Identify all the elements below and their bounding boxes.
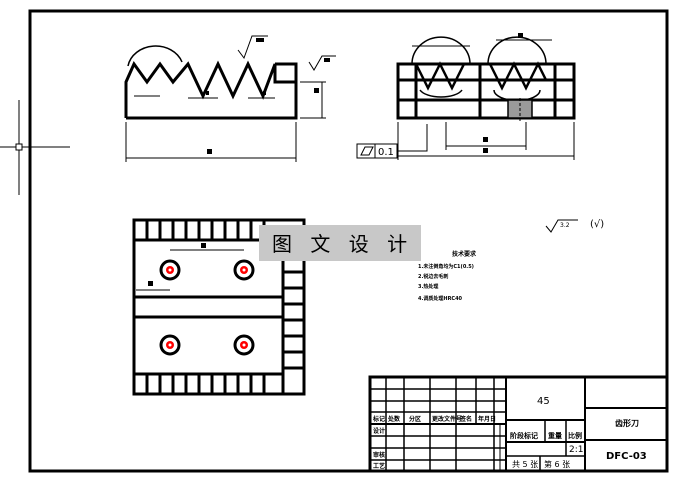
hole <box>233 334 255 356</box>
cell-label: 设计 <box>373 427 385 435</box>
sheet-total: 共 5 张 <box>512 460 538 469</box>
watermark: 图 文 设 计 <box>259 225 421 261</box>
part-name: 齿形刀 <box>615 418 639 428</box>
flatness-value: 0.1 <box>378 147 394 158</box>
tech-notes-title: 技术要求 <box>452 250 477 258</box>
flatness-tolerance-frame: 0.1 <box>356 143 398 159</box>
title-block-text: 标记 处数 分区 更改文件号 签名 年月日 设计 审核 工艺 阶段标记 重量 比… <box>372 396 647 470</box>
cell-label: 工艺 <box>373 462 385 470</box>
surface-finish-value: 3.2 <box>560 222 570 229</box>
watermark-text: 图 文 设 计 <box>272 232 413 256</box>
front-view <box>124 35 336 162</box>
scale-value: 2:1 <box>569 445 583 455</box>
top-view <box>132 218 306 396</box>
crosshair-marker <box>0 100 70 195</box>
tech-note-item: 4.调质处理HRC40 <box>418 295 463 302</box>
tech-note-item: 3.热处理 <box>418 283 438 290</box>
tech-note-item: 1.未注倒角均为C1(0.5) <box>418 263 474 270</box>
cell-label: 处数 <box>387 415 401 423</box>
cell-label: 比例 <box>568 431 582 440</box>
flatness-icon <box>360 146 374 156</box>
hole <box>233 259 255 281</box>
mounting-holes <box>159 259 255 356</box>
cell-label: 签名 <box>459 415 472 423</box>
general-roughness-mark: 3.2 (√) <box>545 219 604 233</box>
technical-requirements: 技术要求 1.未注倒角均为C1(0.5) 2.锐边去毛刺 3.热处理 4.调质处… <box>418 250 477 302</box>
cell-label: 标记 <box>372 415 385 423</box>
quantity-value: 45 <box>537 396 550 407</box>
drawing-border <box>28 9 669 473</box>
drawing-number: DFC-03 <box>606 451 647 462</box>
cell-label: 更改文件号 <box>432 415 462 423</box>
sheet-number: 第 6 张 <box>544 459 570 469</box>
side-view <box>396 33 576 160</box>
cell-label: 阶段标记 <box>510 431 538 440</box>
tech-note-item: 2.锐边去毛刺 <box>418 273 448 280</box>
hole <box>159 334 181 356</box>
cell-label: 审核 <box>373 451 385 459</box>
hole <box>159 259 181 281</box>
cell-label: 重量 <box>548 431 562 440</box>
check-mark-icon: (√) <box>590 219 604 230</box>
cell-label: 年月日 <box>478 415 496 423</box>
title-block <box>368 375 669 473</box>
cell-label: 分区 <box>409 415 421 423</box>
